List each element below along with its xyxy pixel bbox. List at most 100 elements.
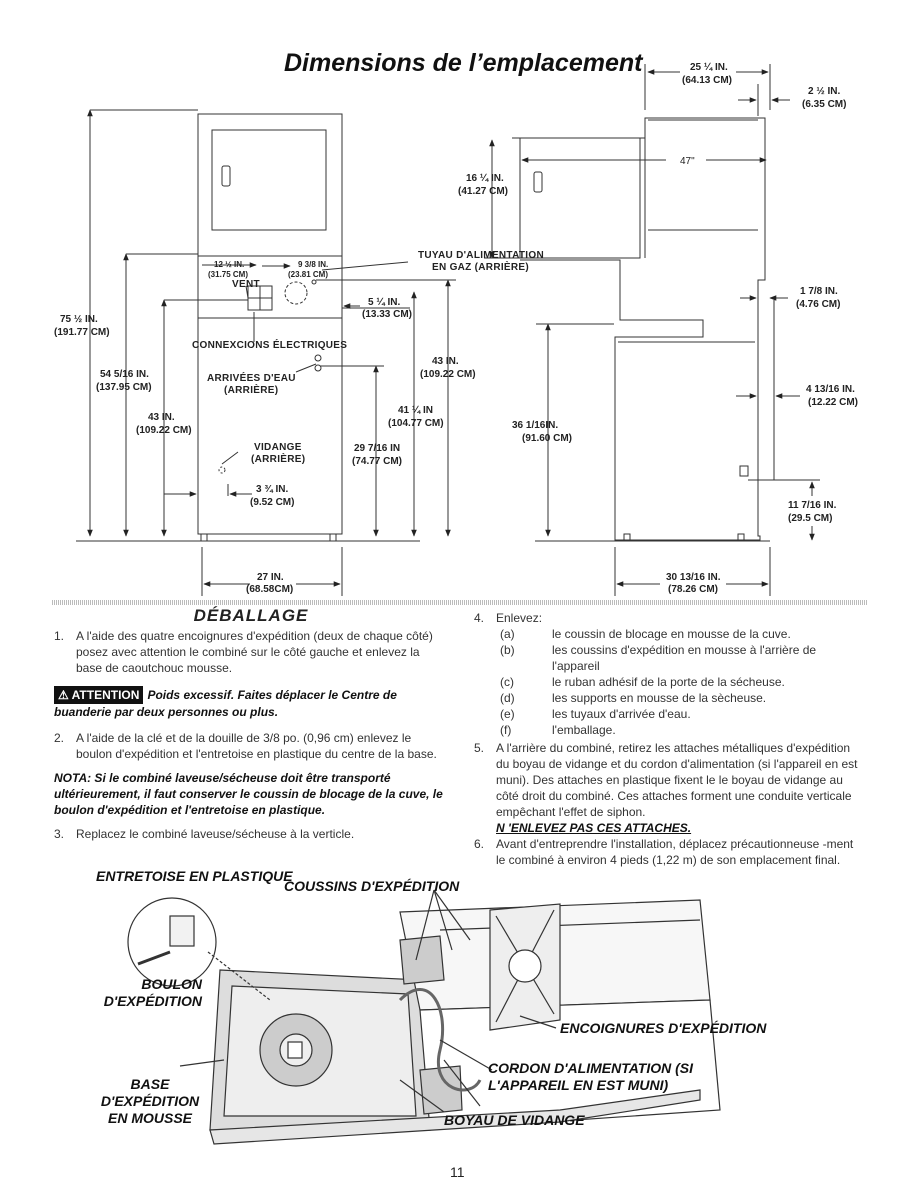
page-number: 11 [450, 1164, 465, 1180]
dim-3-cm: (9.52 CM) [250, 497, 294, 508]
list-item: 3. Replacez le combiné laveuse/sécheuse … [54, 826, 448, 842]
right-column: 4. Enlevez: (a)le coussin de blocage en … [474, 610, 864, 868]
spacer-icon [169, 915, 195, 947]
sub-item: (c)le ruban adhésif de la porte de la sé… [500, 675, 785, 689]
label-boyau: BOYAU DE VIDANGE [444, 1112, 585, 1128]
side-dryer-handle [533, 171, 543, 193]
warning-text: N 'ENLEVEZ PAS CES ATTACHES. [496, 821, 692, 835]
drain-outlet [218, 466, 226, 474]
unpacking-heading: DÉBALLAGE [193, 606, 309, 625]
label-boulon: BOULON D'EXPÉDITION [103, 976, 202, 1009]
dim-5-cm: (13.33 CM) [362, 309, 412, 320]
dim-43-left-in: 43 IN. [148, 412, 175, 423]
gas-line-label-2: EN GAZ (ARRIÈRE) [432, 260, 529, 273]
front-dryer-cabinet [197, 113, 343, 257]
dim-2-cm: (6.35 CM) [802, 99, 846, 110]
dim-27-cm: (68.58CM) [246, 584, 293, 595]
gas-connector [311, 279, 317, 285]
side-drain-bracket [739, 465, 749, 477]
list-item: 2. A l'aide de la clé et de la douille d… [54, 730, 448, 762]
dim-43-right-in: 43 IN. [432, 356, 459, 367]
dim-3-in: 3 ¾ IN. [256, 484, 288, 495]
label-entretoise: ENTRETOISE EN PLASTIQUE [96, 868, 293, 884]
front-dryer-door [211, 129, 327, 231]
dim-43-right-cm: (109.22 CM) [420, 369, 476, 380]
dim-29-cm: (74.77 CM) [352, 456, 402, 467]
vent-circle [284, 281, 308, 305]
sub-item: (d)les supports en mousse de la sècheuse… [500, 691, 767, 705]
electrical-label: CONNEXCIONS ÉLECTRIQUES [192, 338, 347, 351]
label-encoignures: ENCOIGNURES D'EXPÉDITION [560, 1020, 767, 1036]
shipping-corner [399, 935, 445, 985]
dim-54-cm: (137.95 CM) [96, 382, 152, 393]
dim-4-cm: (12.22 CM) [808, 397, 858, 408]
list-item: 5. A l'arrière du combiné, retirez les a… [474, 740, 864, 820]
dim-27-in: 27 IN. [257, 572, 284, 583]
dim-12-cm: (31.75 CM) [208, 270, 248, 279]
foot-right [329, 533, 337, 542]
attention-text: Poids excessif. Faites déplacer le Centr… [54, 688, 397, 719]
item-text: A l'aide de la clé et de la douille de 3… [76, 731, 437, 761]
packaging-illustration [127, 889, 721, 1145]
item-number: 3. [54, 827, 65, 841]
attention-badge: ⚠ ATTENTION [54, 686, 144, 704]
foot-left [200, 533, 208, 542]
item-number: 4. [474, 611, 485, 625]
dim-36-in: 36 1/16IN. [512, 420, 558, 431]
dim-11-in: 11 7/16 IN. [788, 500, 837, 511]
dim-16-in: 16 ¼ IN. [466, 173, 504, 184]
dim-43-left-cm: (109.22 CM) [136, 425, 192, 436]
dim-12-in: 12 ½ IN. [214, 260, 244, 269]
dim-41-cm: (104.77 CM) [388, 418, 444, 429]
dim-11-cm: (29.5 CM) [788, 513, 832, 524]
dim-5-in: 5 ¼ IN. [368, 297, 400, 308]
dim-1-in: 1 7/8 IN. [800, 286, 838, 297]
side-dryer-box [519, 137, 641, 259]
item-number: 5. [474, 741, 485, 755]
dim-41-in: 41 ¼ IN [398, 405, 433, 416]
label-cordon: CORDON D'ALIMENTATION (SI L'APPAREIL EN … [488, 1060, 694, 1093]
dim-1-cm: (4.76 CM) [796, 299, 840, 310]
dim-30-cm: (78.26 CM) [668, 584, 718, 595]
item-text: Avant d'entreprendre l'installation, dép… [496, 837, 854, 867]
dim-16-cm: (41.27 CM) [458, 186, 508, 197]
dim-25-in: 25 ¼ IN. [690, 62, 728, 73]
item-text: Enlevez: [496, 611, 543, 625]
dim-30-in: 30 13/16 IN. [666, 572, 721, 583]
list-item: 1. A l'aide des quatre encoignures d'exp… [54, 628, 448, 676]
dim-9-cm: (23.81 CM) [288, 270, 328, 279]
drain-label-1: VIDANGE [254, 442, 302, 453]
section-divider [52, 600, 868, 605]
item-number: 2. [54, 731, 65, 745]
vent-label: VENT [232, 279, 260, 290]
label-coussins: COUSSINS D'EXPÉDITION [284, 878, 460, 894]
dim-75-in: 75 ½ IN. [60, 314, 98, 325]
water-inlet-1 [314, 354, 322, 362]
dim-75-cm: (191.77 CM) [54, 327, 110, 338]
dim-47: 47" [680, 156, 695, 167]
dim-25-cm: (64.13 CM) [682, 75, 732, 86]
bolt-icon [137, 950, 171, 966]
list-item: 4. Enlevez: [474, 610, 864, 626]
dim-9-in: 9 3/8 IN. [298, 260, 328, 269]
left-column: DÉBALLAGE 1. A l'aide des quatre encoign… [54, 606, 448, 842]
drain-label-2: (ARRIÈRE) [251, 452, 305, 465]
item-text: A l'aide des quatre encoignures d'expédi… [76, 629, 433, 675]
dim-54-in: 54 5/16 IN. [100, 369, 149, 380]
sub-item: (f)l'emballage. [500, 723, 616, 737]
dim-29-in: 29 7/16 IN [354, 443, 400, 454]
water-inlets-label-2: (ARRIÈRE) [224, 383, 278, 396]
dim-4-in: 4 13/16 IN. [806, 384, 855, 395]
water-inlet-2 [314, 364, 322, 372]
item-text: Replacez le combiné laveuse/sécheuse à l… [76, 827, 355, 841]
sub-item: (b)les coussins d'expédition en mousse à… [500, 643, 817, 673]
sub-item: (a)le coussin de blocage en mousse de la… [500, 627, 791, 641]
water-inlets-label-1: ARRIVÉES D'EAU [207, 371, 296, 384]
front-washer-cabinet [197, 317, 343, 535]
power-cord [398, 988, 482, 1092]
gas-line-label-1: TUYAU D'ALIMENTATION [418, 250, 544, 261]
front-dryer-handle [221, 165, 231, 187]
sub-item: (e)les tuyaux d'arrivée d'eau. [500, 707, 691, 721]
item-number: 6. [474, 837, 485, 851]
